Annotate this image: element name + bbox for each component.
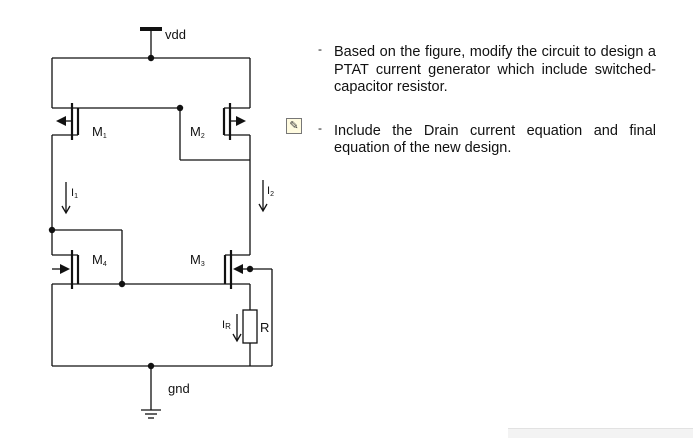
m2-label: M2 xyxy=(190,124,205,140)
gnd-label: gnd xyxy=(168,381,190,396)
bullet-mark: - xyxy=(318,120,322,135)
resistor-r xyxy=(242,309,258,344)
i1-label: I1 xyxy=(71,187,78,200)
m3-label: M3 xyxy=(190,252,205,268)
circuit-wires xyxy=(51,27,273,419)
scrollbar-strip[interactable] xyxy=(508,428,693,438)
transistor-m2 xyxy=(222,103,250,140)
transistor-m4 xyxy=(52,250,80,289)
ground-symbol xyxy=(141,409,161,419)
instruction-item: - Include the Drain current equation and… xyxy=(316,120,656,158)
current-arrow-i2 xyxy=(258,180,268,213)
instruction-item: - Based on the figure, modify the circui… xyxy=(316,42,656,97)
instruction-text: Include the Drain current equation and f… xyxy=(334,122,656,157)
transistor-m3 xyxy=(223,250,272,289)
instructions-panel: - Based on the figure, modify the circui… xyxy=(316,42,656,178)
ir-label: IR xyxy=(222,319,231,331)
i2-label: I2 xyxy=(267,185,274,198)
m4-label: M4 xyxy=(92,252,107,268)
bullet-mark: - xyxy=(318,42,322,56)
instruction-text: Based on the figure, modify the circuit … xyxy=(334,44,656,95)
r-label: R xyxy=(260,320,269,335)
transistor-m1 xyxy=(52,103,80,140)
current-arrow-ir xyxy=(232,314,242,343)
note-icon[interactable]: ✎ xyxy=(286,118,302,134)
junction-dots xyxy=(48,54,254,370)
vdd-label: vdd xyxy=(165,27,186,42)
m1-label: M1 xyxy=(92,124,107,140)
current-arrow-i1 xyxy=(61,182,71,215)
